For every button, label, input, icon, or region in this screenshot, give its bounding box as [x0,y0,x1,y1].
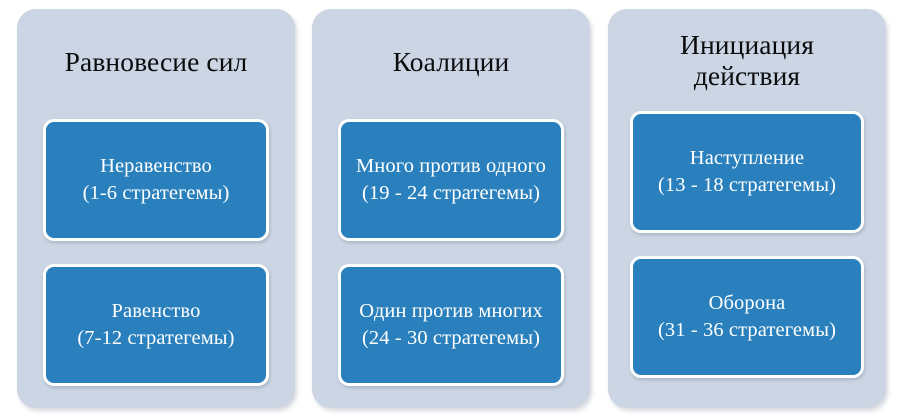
box-defense: Оборона (31 - 36 стратегемы) [630,256,864,378]
box-inequality: Неравенство (1-6 стратегемы) [43,119,269,241]
box-equality-label: Равенство [111,299,201,322]
box-offense-label: Наступление [689,146,805,169]
panel-1-boxes: Неравенство (1-6 стратегемы) Равенство (… [17,119,295,386]
panel-title-balance-of-power: Равновесие сил [64,46,248,77]
box-equality-range: (7-12 стратегемы) [77,327,235,349]
panel-2-boxes: Много против одного (19 - 24 стратегемы)… [312,119,590,386]
box-one-against-many-range: (24 - 30 стратегемы) [361,327,541,349]
box-offense: Наступление (13 - 18 стратегемы) [630,111,864,233]
box-defense-label: Оборона [708,291,786,314]
box-many-against-one-label: Много против одного [355,154,546,177]
panel-title-action-initiation-line-2: действия [693,59,801,91]
panel-balance-of-power: Равновесие сил Неравенство (1-6 стратеге… [17,9,295,408]
box-many-against-one-range: (19 - 24 стратегемы) [361,182,541,204]
box-equality: Равенство (7-12 стратегемы) [43,264,269,386]
box-offense-range: (13 - 18 стратегемы) [657,174,837,196]
box-inequality-range: (1-6 стратегемы) [82,182,230,204]
box-many-against-one: Много против одного (19 - 24 стратегемы) [338,119,564,241]
panel-coalitions: Коалиции Много против одного (19 - 24 ст… [312,9,590,408]
box-one-against-many: Один против многих (24 - 30 стратегемы) [338,264,564,386]
box-one-against-many-label: Один против многих [359,299,543,322]
panel-title-coalitions: Коалиции [392,46,510,77]
box-inequality-label: Неравенство [100,154,212,177]
box-defense-range: (31 - 36 стратегемы) [657,319,837,341]
panel-action-initiation: Инициация действия Наступление (13 - 18 … [608,9,886,408]
panel-title-action-initiation: Инициация действия [616,29,877,92]
panel-title-action-initiation-line-1: Инициация [680,29,814,60]
panel-3-boxes: Наступление (13 - 18 стратегемы) Оборона… [608,111,886,378]
